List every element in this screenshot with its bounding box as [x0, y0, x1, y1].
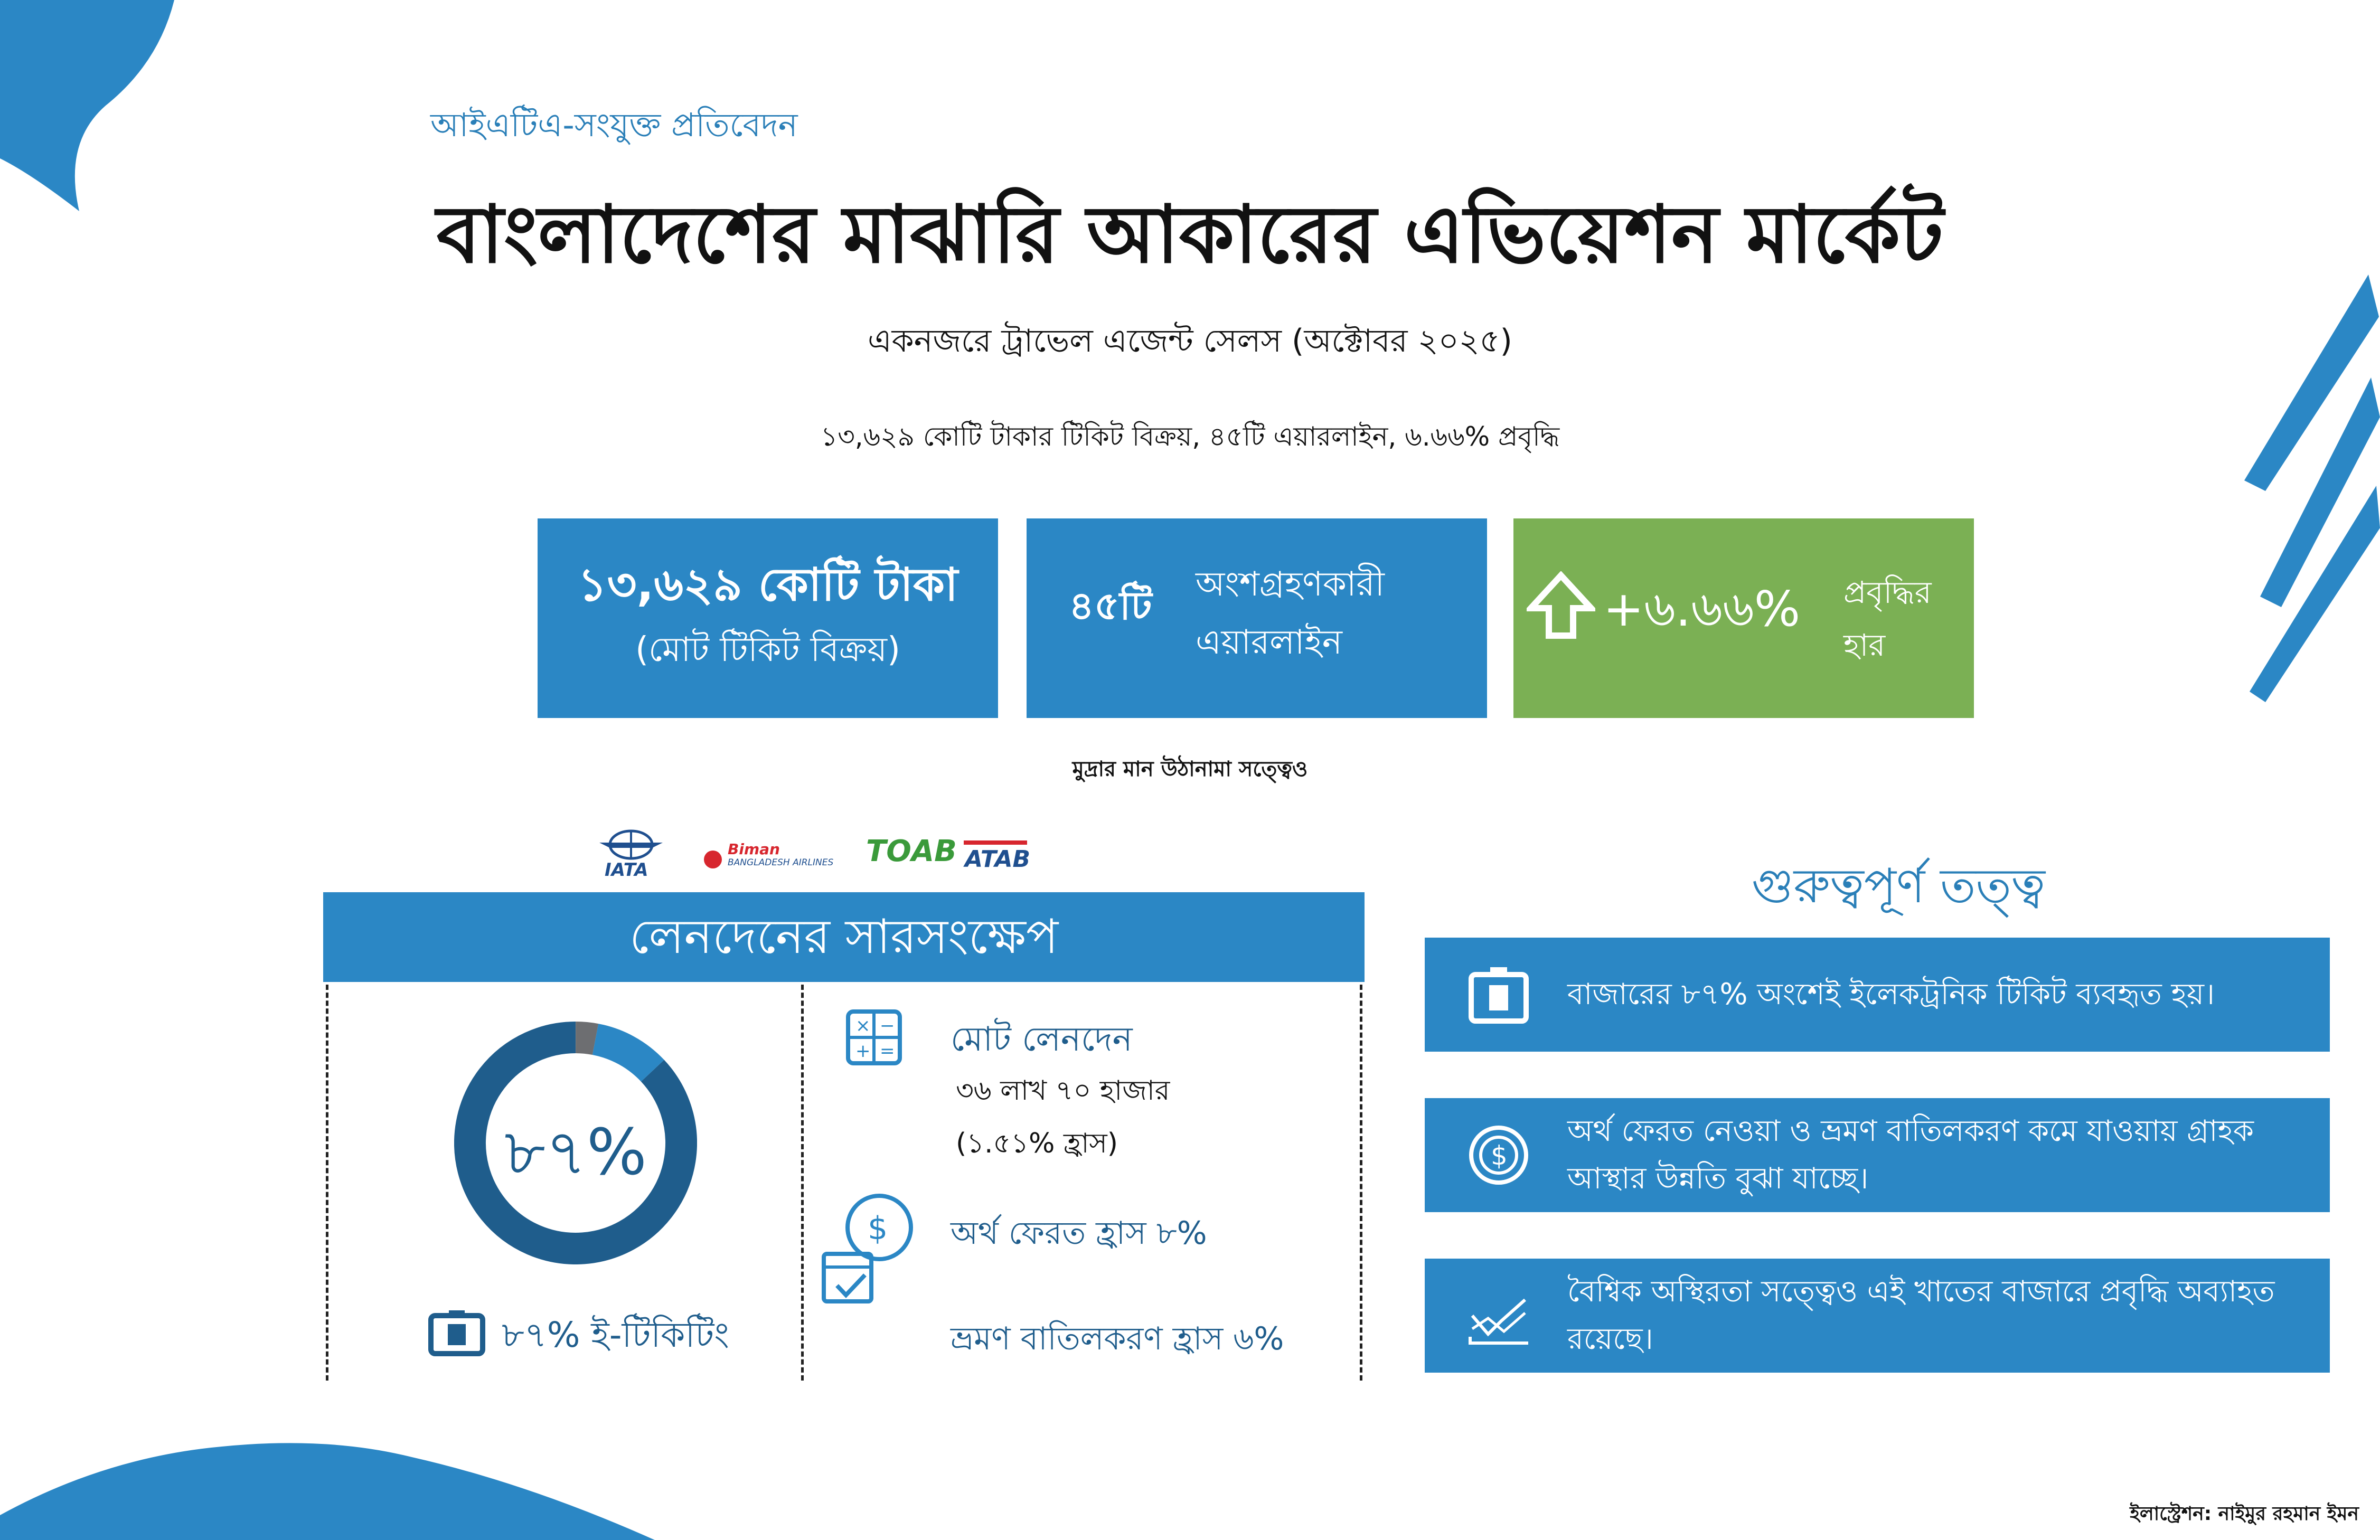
diagonal-stripes-right [2244, 275, 2380, 702]
biman-logo-sub: BANGLADESH AIRLINES [728, 857, 834, 868]
fact-item: বাজারের ৮৭% অংশেই ইলেকট্রনিক টিকিট ব্যবহ… [1425, 938, 2330, 1052]
fact-item: বৈশ্বিক অস্থিরতা সত্ত্বেও এই খাতের বাজার… [1425, 1259, 2330, 1373]
illustration-credit: ইলাস্ট্রেশন: নাইমুর রহমান ইমন [2130, 1503, 2359, 1525]
divider [326, 985, 328, 1381]
facts-title: গুরুত্বপূর্ণ তত্ত্ব [1751, 858, 2046, 914]
sales-card: ১৩,৬২৯ কোটি টাকা (মোট টিকিট বিক্রয়) [538, 518, 998, 718]
growth-label: প্রবৃদ্ধির হার [1843, 574, 1932, 663]
svg-text:+: + [855, 1041, 871, 1062]
fact-text: অর্থ ফেরত নেওয়া ও ভ্রমণ বাতিলকরণ কমে যা… [1567, 1114, 2254, 1196]
refund-decline: অর্থ ফেরত হ্রাস ৮% [951, 1215, 1207, 1252]
ticket-icon [1469, 967, 1529, 1024]
growth-card: +৬.৬৬% প্রবৃদ্ধির হার [1513, 518, 1974, 718]
currency-note: মুদ্রার মান উঠানামা সত্ত্বেও [1072, 757, 1308, 781]
divider [801, 985, 804, 1381]
page-tagline: ১৩,৬২৯ কোটি টাকার টিকিট বিক্রয়, ৪৫টি এয… [820, 421, 1560, 452]
svg-text:×: × [855, 1015, 871, 1036]
corner-wave-top-left [0, 0, 174, 211]
donut-segment-other [592, 1024, 664, 1082]
transactions-title: মোট লেনদেন [951, 1020, 1133, 1059]
toab-logo-text: TOAB [866, 834, 957, 868]
donut-segment-remaining [575, 1022, 599, 1055]
toab-logo: TOAB [866, 829, 957, 876]
sales-value: ১৩,৬২৯ কোটি টাকা [577, 559, 958, 611]
transactions-change: (১.৫১% হ্রাস) [956, 1128, 1118, 1159]
iata-logo: IATA [594, 829, 668, 881]
cancellation-decline: ভ্রমণ বাতিলকরণ হ্রাস ৬% [951, 1320, 1284, 1357]
page-subtitle: একনজরে ট্রাভেল এজেন্ট সেলস (অক্টোবর ২০২৫… [868, 323, 1512, 360]
refund-calendar-icon: $ [822, 1194, 913, 1303]
e-ticket-donut-chart [454, 1022, 697, 1264]
iata-logo-text: IATA [605, 859, 648, 881]
airlines-value: ৪৫টি [1069, 583, 1152, 629]
airlines-label: অংশগ্রহণকারী এয়ারলাইন [1196, 565, 1385, 662]
svg-text:$: $ [868, 1210, 888, 1247]
calculator-icon: × − + = [846, 1009, 902, 1065]
svg-text:−: − [880, 1015, 895, 1036]
atab-logo: ATAB [964, 829, 1064, 876]
svg-text:$: $ [1491, 1140, 1508, 1171]
page-title: বাংলাদেশের মাঝারি আকারের এভিয়েশন মার্কে… [436, 189, 1944, 281]
airlines-card: ৪৫টি অংশগ্রহণকারী এয়ারলাইন [1027, 518, 1487, 718]
fact-item: $ অর্থ ফেরত নেওয়া ও ভ্রমণ বাতিলকরণ কমে … [1425, 1098, 2330, 1212]
summary-title: লেনদেনের সারসংক্ষেপ [323, 892, 1365, 982]
atab-logo-text: ATAB [965, 846, 1031, 873]
biman-emblem-icon [704, 851, 722, 868]
fact-text: বাজারের ৮৭% অংশেই ইলেকট্রনিক টিকিট ব্যবহ… [1567, 977, 2215, 1012]
divider [1360, 985, 1362, 1381]
svg-text:=: = [880, 1041, 895, 1062]
sales-label: (মোট টিকিট বিক্রয়) [635, 630, 900, 669]
wave-bottom-left [0, 1443, 655, 1540]
growth-value: +৬.৬৬% [1603, 581, 1801, 637]
biman-logo-name: Biman [728, 840, 780, 858]
atab-logo-bar [964, 840, 1027, 845]
e-ticketing-label: ৮৭% ই-টিকিটিং [502, 1315, 729, 1355]
biman-logo: Biman BANGLADESH AIRLINES [702, 829, 855, 876]
fact-text: বৈশ্বিক অস্থিরতা সত্ত্বেও এই খাতের বাজার… [1567, 1274, 2275, 1356]
growth-chart-icon [1469, 1298, 1528, 1345]
report-kicker: আইএটিএ-সংযুক্ত প্রতিবেদন [430, 106, 798, 144]
donut-label: ৮৭% [504, 1116, 647, 1189]
up-arrow-icon [1527, 571, 1595, 639]
ticket-icon [428, 1310, 485, 1356]
refund-icon: $ [1469, 1126, 1528, 1185]
donut-segment-e-ticket [454, 1022, 697, 1264]
transactions-value: ৩৬ লাখ ৭০ হাজার [956, 1075, 1170, 1107]
